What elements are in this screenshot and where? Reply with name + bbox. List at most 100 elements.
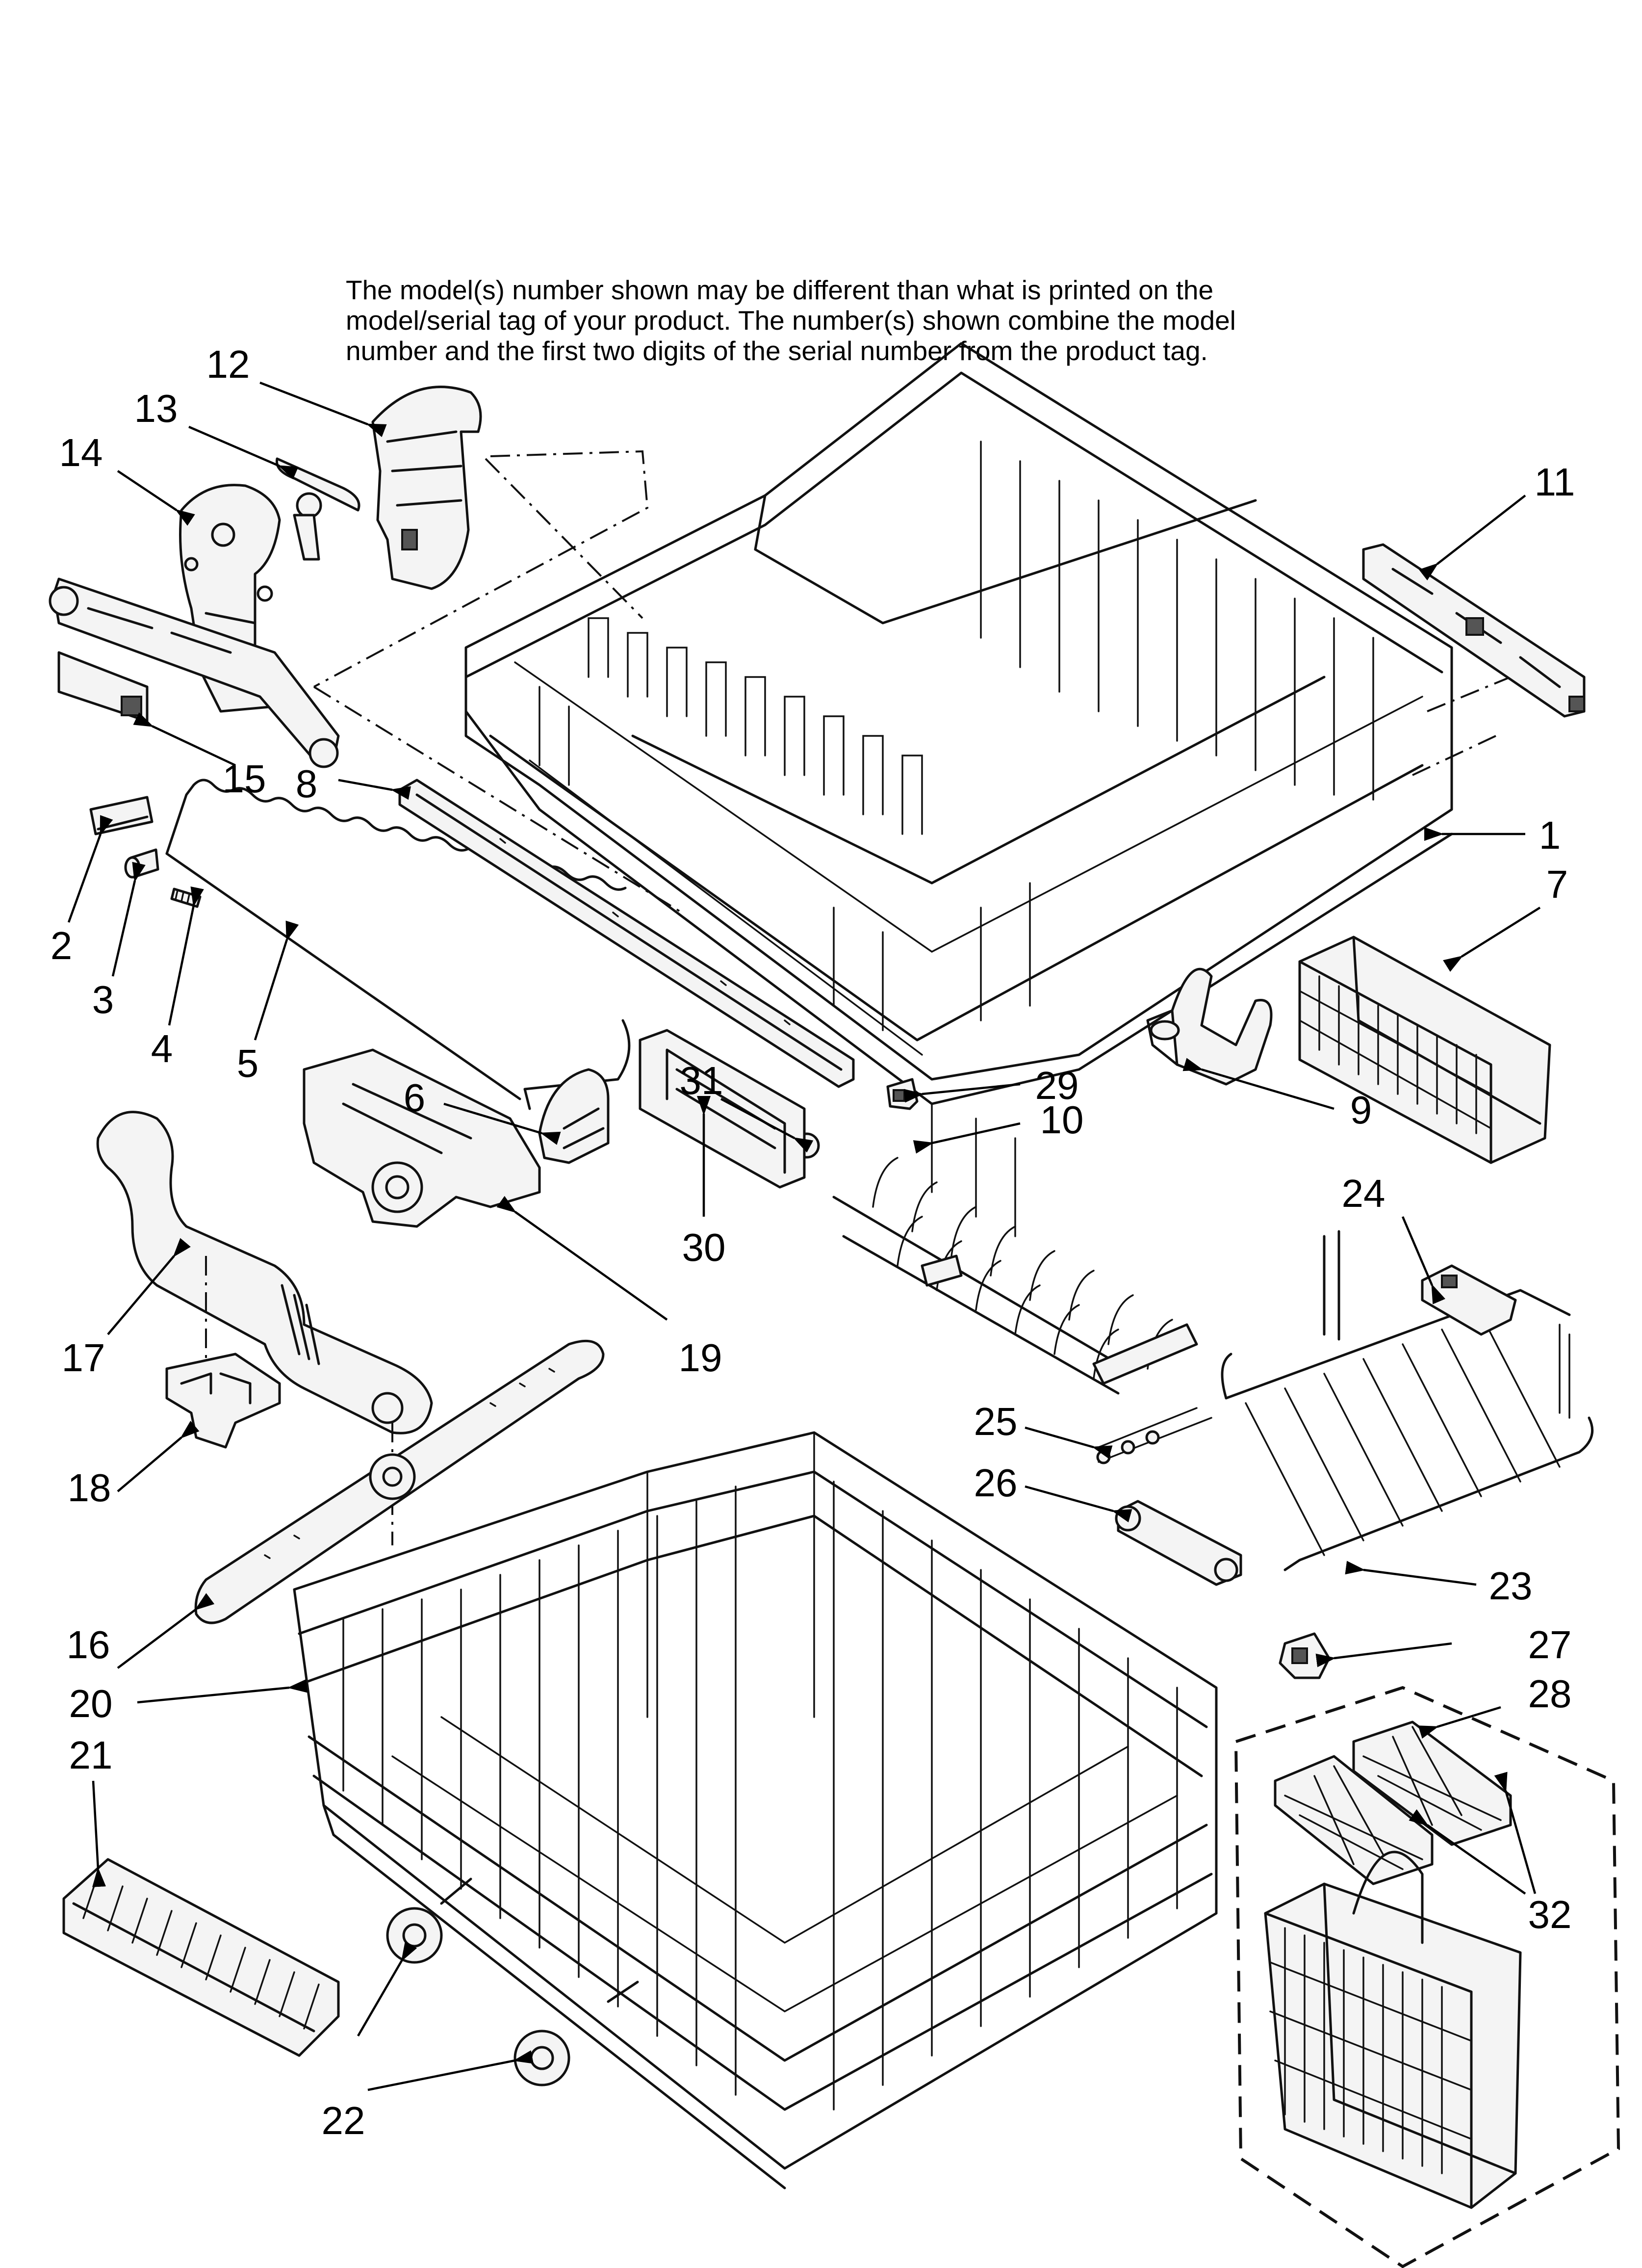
leader-21 — [92, 1780, 106, 1887]
part-15-slide-rail — [49, 577, 340, 768]
callout-13: 13 — [134, 387, 178, 430]
leader-8 — [338, 779, 411, 800]
callout-5: 5 — [237, 1042, 259, 1085]
part-30-bracket — [639, 1029, 806, 1189]
leader-12 — [259, 381, 387, 438]
leader-23 — [1345, 1561, 1477, 1586]
part-28-silverware-basket — [1264, 1851, 1522, 2209]
callout-19: 19 — [679, 1336, 722, 1380]
callout-14: 14 — [59, 431, 103, 474]
callout-28: 28 — [1528, 1672, 1572, 1716]
part-27-clip — [1279, 1632, 1331, 1679]
leader-19 — [496, 1196, 668, 1321]
leader-10 — [913, 1122, 1021, 1154]
part-5-spring-wire — [165, 779, 631, 1110]
callout-1: 1 — [1539, 813, 1561, 857]
callout-25: 25 — [974, 1400, 1018, 1443]
part-19-manifold — [303, 1048, 541, 1228]
leader-24 — [1401, 1216, 1446, 1304]
leader-31 — [720, 1098, 814, 1153]
part-12-adjuster-cover — [371, 386, 482, 590]
leader-25 — [1025, 1426, 1113, 1459]
leader-16 — [117, 1593, 215, 1669]
callout-20: 20 — [69, 1682, 113, 1725]
callout-10: 10 — [1040, 1098, 1084, 1142]
callout-3: 3 — [92, 978, 114, 1021]
callout-8: 8 — [296, 762, 318, 806]
part-29-clip — [886, 1078, 919, 1110]
part-24-hinge — [1421, 1264, 1517, 1336]
callout-4: 4 — [151, 1027, 173, 1070]
part-26-latch — [1115, 1500, 1242, 1586]
leader-9 — [1182, 1058, 1334, 1110]
part-8-track — [398, 779, 855, 1088]
callout-32: 32 — [1528, 1893, 1572, 1936]
leader-20 — [137, 1679, 308, 1704]
leader-4 — [168, 886, 204, 1026]
leader-28 — [1418, 1706, 1501, 1739]
part-9-clip — [1146, 967, 1273, 1086]
leader-26 — [1025, 1485, 1132, 1523]
leader-32a — [1409, 1809, 1526, 1895]
callout-21: 21 — [69, 1733, 113, 1777]
part-25-pins — [1096, 1407, 1212, 1464]
callout-12: 12 — [206, 342, 250, 386]
leader-22a — [357, 1941, 417, 2037]
lower-rack — [293, 1431, 1218, 2190]
callout-7: 7 — [1546, 862, 1568, 906]
callout-2: 2 — [51, 924, 73, 967]
leader-15 — [133, 712, 236, 767]
leader-2 — [67, 815, 113, 923]
callout-24: 24 — [1342, 1172, 1385, 1215]
leader-14 — [117, 470, 195, 526]
leader-11 — [1418, 495, 1526, 581]
callout-16: 16 — [67, 1623, 110, 1667]
callout-15: 15 — [223, 757, 266, 801]
callout-11: 11 — [1534, 460, 1575, 504]
callout-29: 29 — [1035, 1064, 1079, 1107]
callout-numbers: 1 2 3 4 5 6 7 8 9 10 11 12 13 14 15 16 1… — [51, 342, 1575, 2142]
callout-26: 26 — [974, 1461, 1018, 1505]
leader-lines — [67, 381, 1541, 2091]
part-11-side-bracket — [1362, 543, 1586, 718]
part-7-side-basket — [1298, 936, 1551, 1164]
part-2-clip — [89, 796, 154, 835]
model-number-note: The model(s) number shown may be differe… — [346, 275, 1474, 366]
part-6-end-cap — [538, 1068, 610, 1164]
callout-31: 31 — [680, 1059, 723, 1102]
leader-3 — [111, 861, 146, 977]
callout-30: 30 — [682, 1225, 726, 1269]
callout-6: 6 — [404, 1076, 426, 1120]
part-17-supply-tube — [96, 1111, 433, 1545]
part-22-wheels — [386, 1907, 570, 2086]
leader-17 — [107, 1238, 191, 1335]
part-18-manifold-clip — [165, 1353, 281, 1449]
callout-23: 23 — [1489, 1564, 1533, 1608]
upper-rack — [464, 342, 1453, 1105]
part-28-basket-outline — [1234, 1686, 1620, 2268]
part-13-lever — [275, 457, 360, 561]
leader-29 — [903, 1083, 1021, 1103]
callout-17: 17 — [62, 1336, 105, 1380]
leader-27 — [1315, 1642, 1452, 1668]
callout-27: 27 — [1528, 1623, 1572, 1667]
callout-9: 9 — [1350, 1088, 1372, 1132]
callout-18: 18 — [68, 1466, 111, 1510]
note-line-1: The model(s) number shown may be differe… — [346, 275, 1214, 305]
leader-7 — [1443, 907, 1541, 972]
leader-6 — [443, 1102, 561, 1145]
note-line-2: model/serial tag of your product. The nu… — [346, 305, 1236, 336]
leader-18 — [117, 1421, 200, 1492]
leader-22b — [367, 2050, 534, 2091]
leader-5 — [254, 920, 299, 1041]
part-4-screw — [170, 887, 202, 908]
leader-32b — [1494, 1772, 1537, 1894]
part-3-pin — [124, 848, 159, 879]
part-23-folding-tine-assembly — [1221, 1230, 1594, 1571]
callout-22: 22 — [322, 2099, 365, 2142]
part-10-tine-row — [832, 1103, 1198, 1395]
part-21-folding-tines — [62, 1858, 340, 2057]
note-line-3: number and the first two digits of the s… — [346, 336, 1208, 366]
